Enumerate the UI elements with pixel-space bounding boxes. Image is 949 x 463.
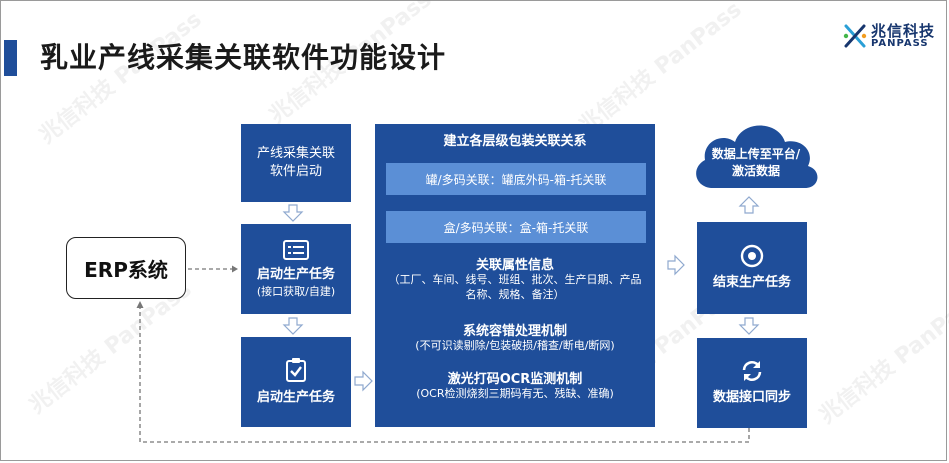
ocr-title: 激光打码OCR监测机制 [447, 372, 583, 387]
target-icon [740, 244, 764, 268]
software-start-box: 产线采集关联软件启动 [241, 124, 351, 202]
erp-system-box: ERP系统 [66, 237, 186, 299]
logo-text-en: PANPASS [871, 38, 929, 49]
end-task-label: 结束生产任务 [712, 275, 791, 290]
list-icon [283, 239, 309, 260]
fault-title: 系统容错处理机制 [462, 324, 567, 339]
clipboard-check-icon [286, 358, 306, 382]
company-logo: 兆信科技 PANPASS [843, 20, 943, 52]
fault-desc: (不可识读剔除/包装破损/稽查/断电/断网) [415, 339, 615, 352]
start-task-label-1: 启动生产任务 [256, 266, 335, 282]
ocr-desc: (OCR检测烧刻三期码有无、残缺、准确) [416, 387, 614, 400]
data-sync-label: 数据接口同步 [712, 390, 791, 405]
cloud-upload-label: 数据上传至平台/激活数据 [711, 147, 801, 178]
refresh-icon [742, 361, 762, 381]
attr-desc: （工厂、车间、线号、班组、批次、生产日期、产品名称、规格、备注） [388, 273, 642, 301]
box-relation-box: 盒/多码关联：盒-箱-托关联 [386, 211, 646, 243]
attr-title: 关联属性信息 [475, 258, 554, 273]
data-sync-box: 数据接口同步 [697, 338, 807, 428]
start-task-box-2: 启动生产任务 [241, 337, 351, 427]
start-task-box-1: 启动生产任务 (接口获取/自建) [241, 224, 351, 314]
cloud-shape [696, 125, 818, 188]
title-accent-bar [4, 40, 17, 76]
start-task-label-2: 启动生产任务 [256, 390, 335, 405]
package-relation-panel: 建立各层级包装关联关系 罐/多码关联：罐底外码-箱-托关联 盒/多码关联：盒-箱… [375, 124, 655, 427]
panpass-logo-icon [843, 24, 867, 48]
logo-text-cn: 兆信科技 [871, 22, 936, 40]
can-relation-box: 罐/多码关联：罐底外码-箱-托关联 [386, 163, 646, 195]
panel-title: 建立各层级包装关联关系 [443, 134, 587, 149]
software-start-label: 产线采集关联软件启动 [256, 146, 335, 179]
end-task-box: 结束生产任务 [697, 222, 807, 314]
start-task-sub-1: (接口获取/自建) [256, 284, 336, 298]
page-title: 乳业产线采集关联软件功能设计 [40, 41, 447, 74]
